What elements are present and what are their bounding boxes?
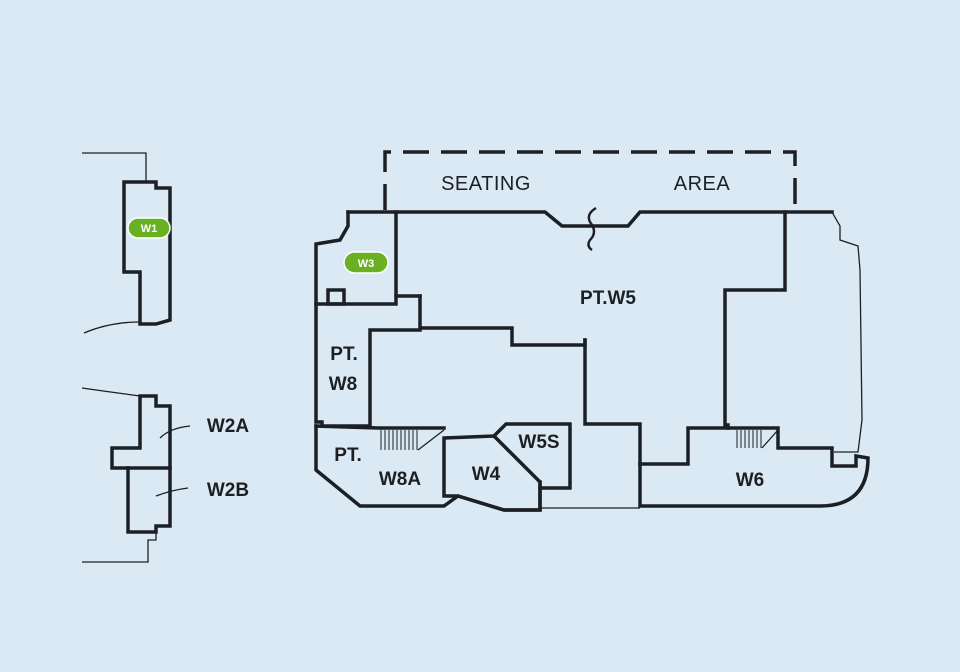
w2b-label: W2B bbox=[207, 480, 249, 501]
seating-label: SEATING bbox=[441, 173, 531, 195]
w1-segment bbox=[82, 152, 172, 334]
w2-segment bbox=[81, 387, 191, 563]
stair-hatch-w8a bbox=[378, 430, 418, 450]
pt-w5-label: PT.W5 bbox=[580, 288, 636, 309]
seating-area-outline bbox=[383, 150, 797, 212]
marker-w1[interactable]: W1 bbox=[127, 217, 171, 239]
pt-w8a-label-line1: PT. bbox=[334, 445, 361, 466]
stair-hatch-w6 bbox=[736, 430, 762, 448]
marker-w1-label: W1 bbox=[141, 223, 158, 235]
w6-label: W6 bbox=[736, 470, 765, 491]
marker-w3[interactable]: W3 bbox=[343, 251, 389, 274]
w8a-label: W8A bbox=[379, 469, 422, 490]
main-building bbox=[314, 206, 870, 512]
w4-label: W4 bbox=[472, 464, 501, 485]
w2a-label: W2A bbox=[207, 416, 250, 437]
area-label: AREA bbox=[674, 173, 731, 195]
marker-w3-label: W3 bbox=[358, 258, 375, 270]
pt-w8-label-line2: W8 bbox=[329, 374, 358, 395]
squiggle-separator bbox=[587, 206, 597, 251]
w5s-label: W5S bbox=[518, 432, 559, 453]
pt-w8-label-line1: PT. bbox=[330, 344, 357, 365]
